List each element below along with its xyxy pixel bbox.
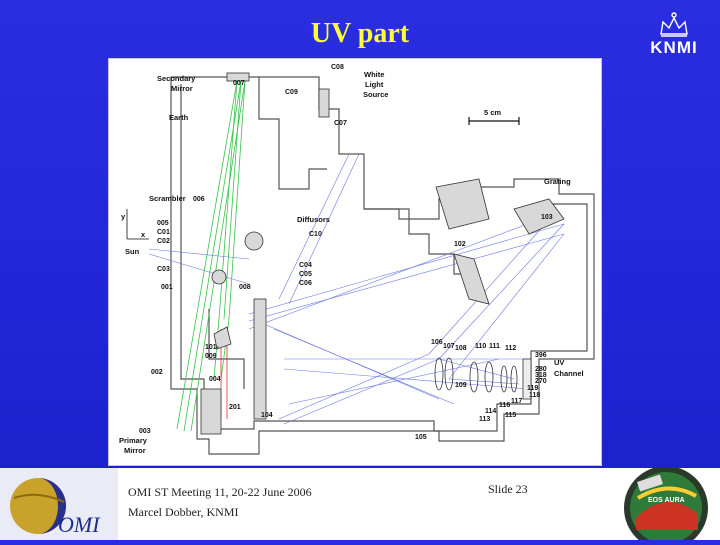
slide-footer: OMI OMI ST Meeting 11, 20-22 June 2006 M…: [0, 466, 720, 545]
axis-x-label: x: [141, 230, 146, 239]
primary-mirror-label: Primary: [119, 436, 148, 445]
part-119: 119: [527, 385, 538, 392]
secondary-mirror-label-2: Mirror: [171, 84, 193, 93]
part-c10: C10: [309, 231, 322, 238]
footer-text: OMI ST Meeting 11, 20-22 June 2006 Marce…: [128, 482, 312, 522]
part-107: 107: [443, 343, 455, 350]
part-007: 007: [233, 80, 245, 87]
part-c09: C09: [285, 89, 298, 96]
aura-emblem-icon: EOS AURA: [624, 466, 708, 545]
part-005: 005: [157, 220, 169, 227]
part-103: 103: [541, 214, 553, 221]
knmi-logo: KNMI: [643, 10, 705, 60]
part-004: 004: [209, 376, 221, 383]
scale-label: 5 cm: [484, 108, 501, 117]
author-line: Marcel Dobber, KNMI: [128, 505, 239, 519]
part-c03: C03: [157, 266, 170, 273]
wavelength-280: 280: [535, 366, 547, 373]
optical-layout-diagram: Secondary Mirror White Light Source Eart…: [108, 58, 602, 466]
grating-label: Grating: [544, 177, 571, 186]
part-c04: C04: [299, 262, 312, 269]
part-201: 201: [229, 404, 241, 411]
part-115: 115: [505, 412, 516, 419]
part-116: 116: [499, 402, 510, 409]
part-c01: C01: [157, 229, 170, 236]
part-c02: C02: [157, 238, 170, 245]
aura-logo-text: EOS AURA: [648, 497, 685, 504]
part-101: 101-: [205, 344, 220, 351]
diffusors-label: Diffusors: [297, 215, 330, 224]
part-008: 008: [239, 284, 251, 291]
part-006: 006: [193, 196, 205, 203]
part-108: 108: [455, 345, 467, 352]
sun-label: Sun: [125, 247, 140, 256]
part-c05: C05: [299, 271, 312, 278]
slide-title: UV part: [310, 18, 410, 49]
omi-logo-text: OMI: [58, 512, 100, 537]
part-112: 112: [505, 345, 516, 352]
white-light-label: White: [364, 70, 384, 79]
wavelength-318: 318: [535, 372, 547, 379]
part-111: 111: [489, 343, 500, 350]
white-light-label-3: Source: [363, 90, 388, 99]
part-c08: C08: [331, 64, 344, 71]
part-114: 114: [485, 408, 496, 415]
omi-logo: OMI: [0, 468, 118, 540]
part-001: 001: [161, 284, 173, 291]
knmi-logo-text: KNMI: [650, 38, 698, 57]
part-102: 102: [454, 241, 466, 248]
uv-channel-label: UV: [554, 358, 564, 367]
part-c06: C06: [299, 280, 312, 287]
part-109: 109: [455, 382, 467, 389]
part-009: 009: [205, 353, 217, 360]
omi-globe-icon: [10, 478, 66, 534]
scrambler-label: Scrambler: [149, 194, 186, 203]
uv-channel-label-2: Channel: [554, 369, 584, 378]
part-110: 110: [475, 343, 486, 350]
part-113: 113: [479, 416, 490, 423]
secondary-mirror-label: Secondary: [157, 74, 196, 83]
wavelength-396: 396: [535, 352, 547, 359]
slide-number: Slide 23: [488, 482, 528, 496]
part-105: 105: [415, 434, 427, 441]
primary-mirror-label-2: Mirror: [124, 446, 146, 455]
earth-label: Earth: [169, 113, 189, 122]
meeting-line: OMI ST Meeting 11, 20-22 June 2006: [128, 485, 312, 499]
part-003: 003: [139, 428, 151, 435]
part-117: 117: [511, 398, 522, 405]
wavelength-270: 270: [535, 378, 547, 385]
part-106: 106: [431, 339, 443, 346]
eos-aura-logo: EOS AURA: [608, 466, 720, 545]
crown-icon: [660, 12, 688, 37]
part-002: 002: [151, 369, 163, 376]
part-104: 104: [261, 412, 273, 419]
white-light-label-2: Light: [365, 80, 384, 89]
axis-y-label: y: [121, 212, 126, 221]
part-c07: C07: [334, 120, 347, 127]
part-118: 118: [529, 392, 540, 399]
